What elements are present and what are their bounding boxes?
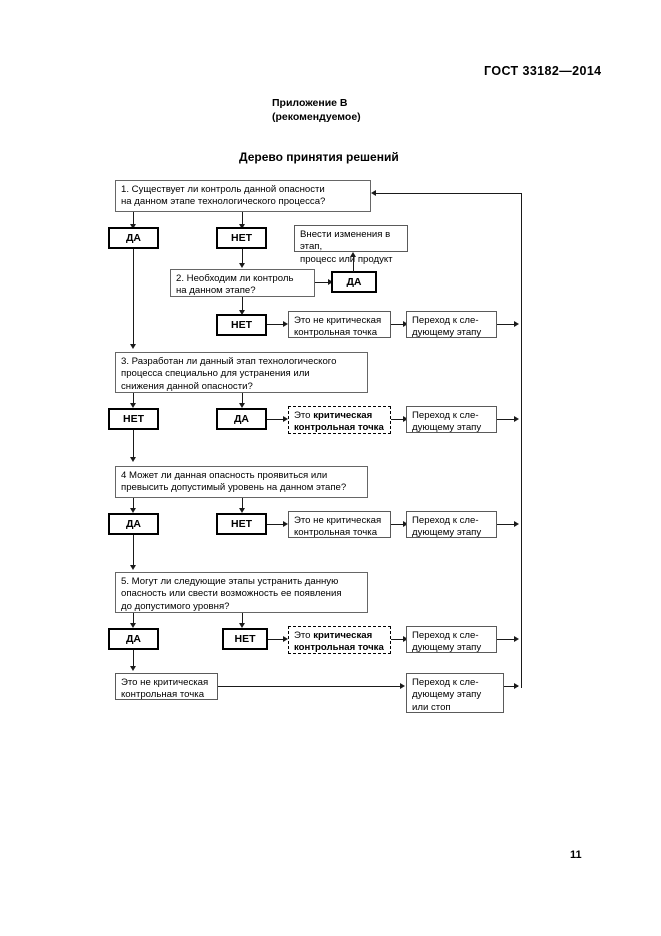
connector-no4-notccp xyxy=(267,524,285,526)
arrow-left-return-to-q1 xyxy=(371,190,376,196)
connector-next3-bus xyxy=(497,524,517,526)
arrow-right-no2-notccp xyxy=(283,321,288,327)
arrow-down-q3-no xyxy=(130,403,136,408)
connector-ccp-next-2 xyxy=(391,419,406,421)
connector-no3-q4 xyxy=(133,430,135,460)
ccp-emphasis-2: критическая контрольная точка xyxy=(294,630,384,654)
question-2-box: 2. Необходим ли контроль на данном этапе… xyxy=(170,269,315,297)
arrow-down-yes4-q5 xyxy=(130,565,136,570)
connector-notccp-final xyxy=(218,686,403,688)
connector-yes4-q5 xyxy=(133,535,135,568)
question-4-box: 4 Может ли данная опасность проявиться и… xyxy=(115,466,368,498)
appendix-label: Приложение В (рекомендуемое) xyxy=(272,96,361,124)
appendix-line-2: (рекомендуемое) xyxy=(272,111,361,123)
connector-yes5-notccp xyxy=(133,650,135,668)
question-1-box: 1. Существует ли контроль данной опаснос… xyxy=(115,180,371,212)
ccp-prefix-2: Это xyxy=(294,630,314,641)
arrow-right-no4-notccp xyxy=(283,521,288,527)
ccp-box-2: Это критическая контрольная точка xyxy=(288,626,391,654)
next-step-box-4: Переход к сле- дующему этапу xyxy=(406,626,497,653)
arrow-up-yes2-modify xyxy=(350,252,356,257)
modify-step-box: Внести изменения в этап, процесс или про… xyxy=(294,225,408,265)
arrow-down-q2-no xyxy=(239,310,245,315)
answer-yes-q4: ДА xyxy=(108,513,159,535)
connector-q4-no xyxy=(242,498,244,510)
answer-yes-q2: ДА xyxy=(331,271,377,293)
not-ccp-box-3: Это не критическая контрольная точка xyxy=(115,673,218,700)
arrow-down-yes1-q3 xyxy=(130,344,136,349)
next-step-or-stop-box: Переход к сле- дующему этапу или стоп xyxy=(406,673,504,713)
connector-ccp-next-4 xyxy=(391,639,406,641)
arrow-down-no3-q4 xyxy=(130,457,136,462)
next-step-box-1: Переход к сле- дующему этапу xyxy=(406,311,497,338)
connector-no1-q2 xyxy=(242,249,244,265)
connector-q1-no xyxy=(242,212,244,226)
arrow-down-yes5-notccp xyxy=(130,666,136,671)
arrow-down-q4-yes xyxy=(130,508,136,513)
connector-no2-notccp xyxy=(267,324,285,326)
answer-yes-q5: ДА xyxy=(108,628,159,650)
ccp-box-1: Это критическая контрольная точка xyxy=(288,406,391,434)
connector-next4-bus xyxy=(497,639,517,641)
answer-no-q2: НЕТ xyxy=(216,314,267,336)
arrow-right-no5-ccp xyxy=(283,636,288,642)
arrow-down-q4-no xyxy=(239,508,245,513)
connector-q3-no xyxy=(133,393,135,405)
connector-q5-yes xyxy=(133,613,135,625)
connector-next2-bus xyxy=(497,419,517,421)
arrow-down-q5-yes xyxy=(130,623,136,628)
arrow-right-next4-bus xyxy=(514,636,519,642)
arrow-right-notccp-next-1 xyxy=(403,321,408,327)
not-ccp-box-2: Это не критическая контрольная точка xyxy=(288,511,391,538)
not-ccp-box-1: Это не критическая контрольная точка xyxy=(288,311,391,338)
question-5-box: 5. Могут ли следующие этапы устранить да… xyxy=(115,572,368,613)
question-3-box: 3. Разработан ли данный этап технологиче… xyxy=(115,352,368,393)
arrow-right-ccp-next-4 xyxy=(403,636,408,642)
page-number: 11 xyxy=(570,849,582,861)
answer-yes-q1: ДА xyxy=(108,227,159,249)
connector-q2-no xyxy=(242,297,244,312)
answer-no-q5: НЕТ xyxy=(222,628,268,650)
connector-q2-yes xyxy=(315,282,330,284)
answer-no-q4: НЕТ xyxy=(216,513,267,535)
arrow-right-yes3-ccp xyxy=(283,416,288,422)
standard-header: ГОСТ 33182—2014 xyxy=(484,64,602,78)
ccp-prefix-1: Это xyxy=(294,410,314,421)
arrow-down-q5-no xyxy=(239,623,245,628)
arrow-right-ccp-next-2 xyxy=(403,416,408,422)
connector-final-bus xyxy=(504,686,518,688)
arrow-right-next1-bus xyxy=(514,321,519,327)
arrow-right-next2-bus xyxy=(514,416,519,422)
next-step-box-3: Переход к сле- дующему этапу xyxy=(406,511,497,538)
connector-yes1-q3 xyxy=(133,249,135,347)
arrow-down-q1-no xyxy=(239,224,245,229)
connector-notccp-next-1 xyxy=(391,324,406,326)
ccp-emphasis-1: критическая контрольная точка xyxy=(294,410,384,434)
connector-next1-bus xyxy=(497,324,517,326)
arrow-right-next3-bus xyxy=(514,521,519,527)
page-title: Дерево принятия решений xyxy=(239,150,399,164)
connector-no5-ccp xyxy=(268,639,285,641)
connector-q5-no xyxy=(242,613,244,625)
return-bus-horizontal xyxy=(376,193,522,195)
return-bus-vertical xyxy=(521,193,523,688)
arrow-right-notccp-final xyxy=(400,683,405,689)
connector-yes3-ccp xyxy=(267,419,285,421)
next-step-box-2: Переход к сле- дующему этапу xyxy=(406,406,497,433)
connector-q4-yes xyxy=(133,498,135,510)
arrow-right-q2-yes xyxy=(328,279,333,285)
arrow-right-final-bus xyxy=(514,683,519,689)
answer-no-q3: НЕТ xyxy=(108,408,159,430)
arrow-down-no1-q2 xyxy=(239,263,245,268)
answer-yes-q3: ДА xyxy=(216,408,267,430)
connector-q3-yes xyxy=(242,393,244,405)
appendix-line-1: Приложение В xyxy=(272,97,348,109)
connector-q1-yes xyxy=(133,212,135,226)
connector-notccp-next-3 xyxy=(391,524,406,526)
arrow-down-q3-yes xyxy=(239,403,245,408)
connector-yes2-modify xyxy=(353,257,355,272)
answer-no-q1: НЕТ xyxy=(216,227,267,249)
arrow-down-q1-yes xyxy=(130,224,136,229)
arrow-right-notccp-next-3 xyxy=(403,521,408,527)
